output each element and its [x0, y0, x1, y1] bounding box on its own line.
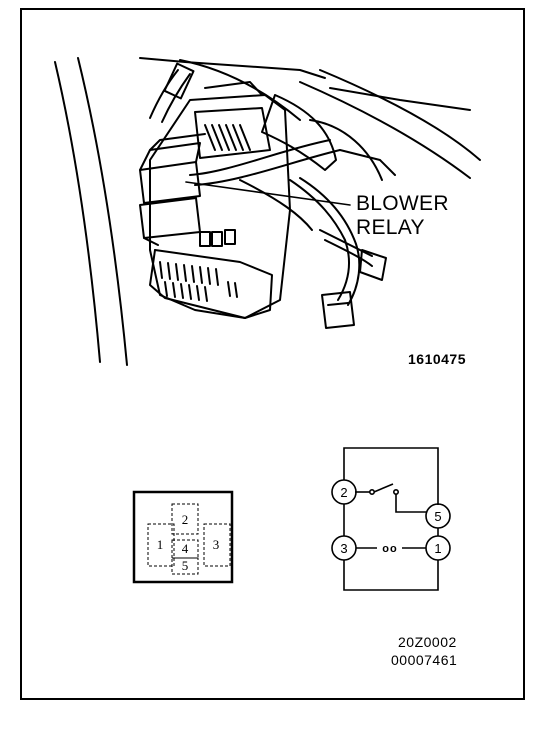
schematic-labels: 2 5 3 1 oo — [340, 485, 441, 556]
pin-label: 3 — [213, 537, 220, 552]
terminal-5-label: 5 — [434, 509, 441, 524]
reference-code: 20Z0002 — [398, 634, 457, 650]
figure-frame — [20, 8, 525, 700]
callout-line-1: BLOWER — [356, 192, 449, 215]
coil-symbol: oo — [382, 543, 397, 555]
pinout-labels: 2 1 4 3 5 — [157, 512, 220, 573]
relay-pinout-diagram — [132, 490, 234, 584]
pin-label: 2 — [182, 512, 189, 527]
blower-relay-callout: BLOWER RELAY — [356, 192, 449, 240]
pin-label: 4 — [182, 541, 189, 556]
terminal-2-label: 2 — [340, 485, 347, 500]
dashboard-illustration — [54, 57, 481, 366]
terminal-3-label: 3 — [340, 541, 347, 556]
reference-code: 00007461 — [391, 652, 458, 668]
figure-code: 1610475 — [408, 351, 467, 367]
terminal-1-label: 1 — [434, 541, 441, 556]
pin-label: 1 — [157, 537, 164, 552]
relay-schematic — [331, 447, 451, 591]
pin-label: 5 — [182, 558, 189, 573]
callout-line-2: RELAY — [356, 216, 425, 239]
